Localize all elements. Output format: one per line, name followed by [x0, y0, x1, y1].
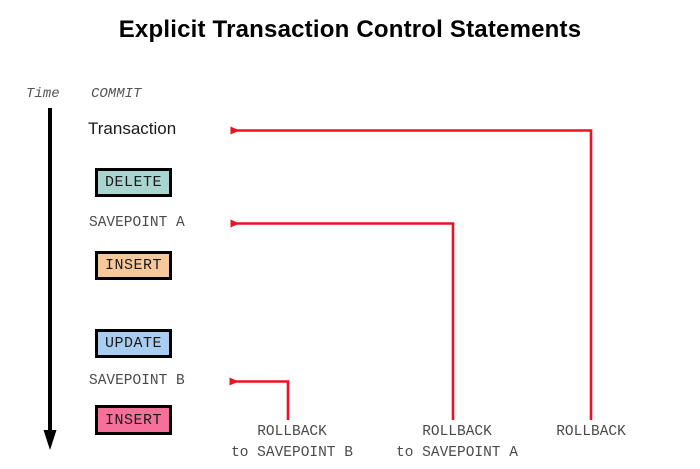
arrow-rollback-to-savepoint-b [229, 377, 290, 420]
rollback-caption-line1: ROLLBACK [556, 424, 626, 440]
rollback-caption-line1: ROLLBACK [422, 424, 492, 440]
savepoint-a-label: SAVEPOINT A [89, 215, 185, 231]
savepoint-b-label: SAVEPOINT B [89, 373, 185, 389]
rollback-caption-full: ROLLBACK [511, 422, 671, 443]
rollback-caption-line2: to SAVEPOINT A [396, 445, 518, 462]
page-title: Explicit Transaction Control Statements [118, 16, 582, 43]
arrow-rollback-to-savepoint-a [230, 219, 455, 420]
statement-box-insert-1: INSERT [95, 251, 172, 280]
time-axis-arrow [43, 108, 57, 450]
rollback-caption-line2: to SAVEPOINT B [231, 445, 353, 462]
rollback-caption-line1: ROLLBACK [257, 424, 327, 440]
time-axis-label: Time [26, 86, 60, 102]
rollback-caption-savepoint-b: ROLLBACK to SAVEPOINT B [212, 422, 372, 464]
statement-box-update: UPDATE [95, 329, 172, 358]
transaction-label: Transaction [88, 119, 177, 138]
statement-box-insert-2: INSERT [95, 405, 172, 435]
arrow-rollback-to-transaction [230, 126, 593, 420]
commit-label: COMMIT [91, 86, 142, 102]
statement-box-delete: DELETE [95, 168, 172, 197]
rollback-caption-savepoint-a: ROLLBACK to SAVEPOINT A [377, 422, 537, 464]
